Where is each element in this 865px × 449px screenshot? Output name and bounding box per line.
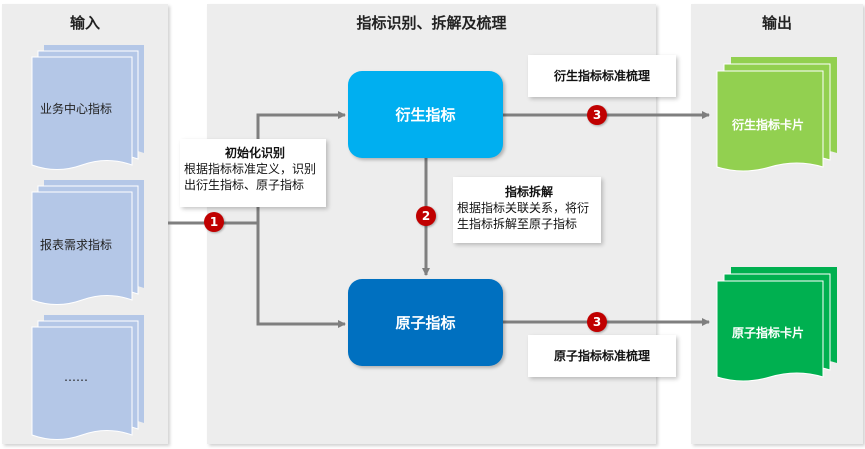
input-doc-business bbox=[31, 45, 144, 170]
init-note-line1: 根据指标标准定义，识别 bbox=[184, 162, 317, 176]
input-doc-more bbox=[31, 315, 144, 440]
atomic-card-label: 原子指标卡片 bbox=[732, 326, 805, 340]
input-doc-report bbox=[31, 180, 144, 305]
atomic-metric-box: 原子指标 bbox=[348, 279, 503, 366]
step-badge-2: 2 bbox=[416, 206, 436, 226]
init-note-title: 初始化识别 bbox=[224, 146, 285, 160]
derived-card-label: 衍生指标卡片 bbox=[732, 118, 805, 132]
split-note-line1: 根据指标关联关系，将衍 bbox=[457, 201, 590, 215]
input-label-business: 业务中心指标 bbox=[40, 102, 113, 116]
input-label-more: …… bbox=[64, 370, 88, 384]
split-note-title: 指标拆解 bbox=[504, 185, 553, 199]
derived-standard-note: 衍生指标标准梳理 bbox=[528, 55, 676, 97]
derived-metric-box: 衍生指标 bbox=[348, 71, 503, 158]
init-identify-note: 初始化识别 根据指标标准定义，识别 出衍生指标、原子指标 bbox=[180, 139, 326, 207]
input-panel-title: 输入 bbox=[69, 14, 100, 32]
split-note: 指标拆解 根据指标关联关系，将衍 生指标拆解至原子指标 bbox=[453, 177, 601, 243]
output-panel-title: 输出 bbox=[761, 14, 792, 32]
step-badge-3-atomic: 3 bbox=[587, 312, 607, 332]
init-note-line2: 出衍生指标、原子指标 bbox=[184, 178, 305, 192]
input-label-report: 报表需求指标 bbox=[40, 238, 113, 252]
atomic-standard-note: 原子指标标准梳理 bbox=[528, 335, 676, 377]
output-card-atomic-shape bbox=[716, 267, 837, 382]
process-panel-title: 指标识别、拆解及梳理 bbox=[356, 14, 507, 32]
step-badge-1: 1 bbox=[204, 212, 224, 232]
split-note-line2: 生指标拆解至原子指标 bbox=[457, 217, 578, 231]
output-card-derived-shape bbox=[716, 57, 837, 172]
step-badge-3-derived: 3 bbox=[587, 105, 607, 125]
